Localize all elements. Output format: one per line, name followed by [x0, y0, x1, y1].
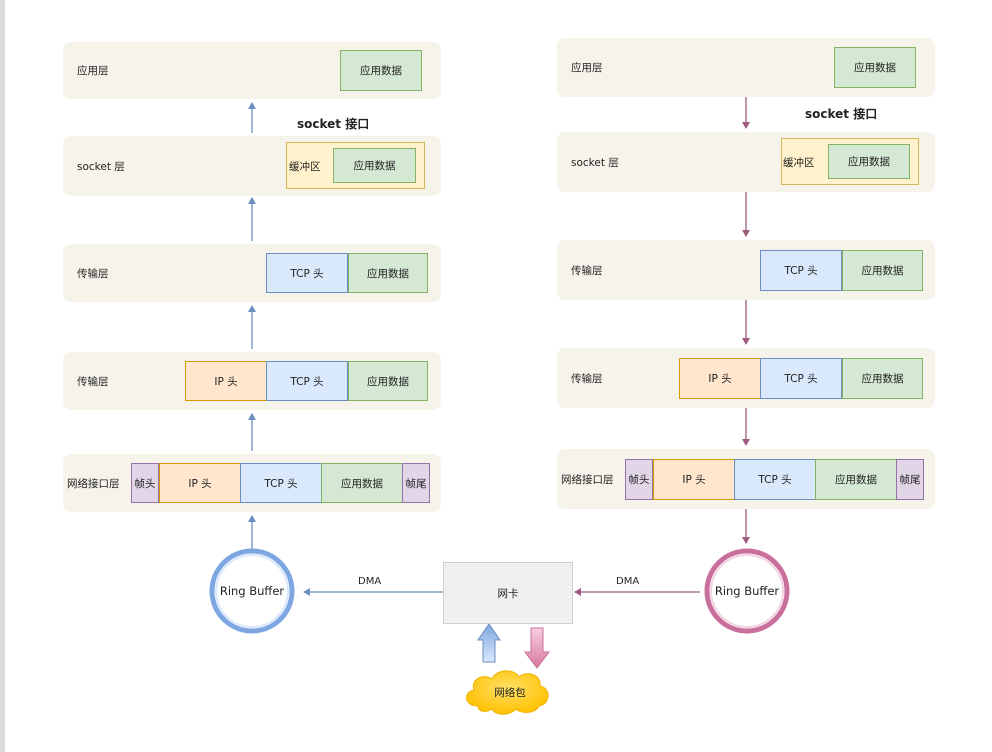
left-link-layer: 网络接口层 帧头 IP 头 TCP 头 应用数据 帧尾 [63, 454, 441, 512]
layer-label: socket 层 [77, 160, 125, 173]
tcp-header-cell: TCP 头 [266, 253, 348, 293]
ring-buffer-right-circle [704, 548, 790, 634]
left-network-layer: 传输层 IP 头 TCP 头 应用数据 [63, 352, 441, 410]
app-data-cell: 应用数据 [842, 358, 923, 399]
app-data-cell: 应用数据 [348, 361, 428, 401]
left-transport-layer: 传输层 TCP 头 应用数据 [63, 244, 441, 302]
tcp-header-cell: TCP 头 [266, 361, 348, 401]
tcp-header-cell: TCP 头 [760, 358, 842, 399]
right-link-layer: 网络接口层 帧头 IP 头 TCP 头 应用数据 帧尾 [557, 449, 935, 509]
right-network-layer: 传输层 IP 头 TCP 头 应用数据 [557, 348, 935, 408]
right-app-layer: 应用层 应用数据 [557, 38, 935, 97]
tcp-header-cell: TCP 头 [240, 463, 322, 503]
app-data-cell: 应用数据 [828, 144, 910, 179]
layer-label: 网络接口层 [67, 477, 120, 490]
app-data-cell: 应用数据 [842, 250, 923, 291]
layer-label: 传输层 [571, 372, 603, 385]
app-data-cell: 应用数据 [834, 47, 916, 88]
receive-arrows [248, 102, 443, 596]
app-data-cell: 应用数据 [333, 148, 416, 183]
layer-label: 应用层 [571, 62, 603, 74]
buffer-label: 缓冲区 [783, 156, 815, 169]
layer-label: socket 层 [571, 156, 619, 169]
cloud-icon [466, 670, 549, 715]
right-socket-title: socket 接口 [805, 107, 878, 121]
frame-head-cell: 帧头 [131, 463, 159, 503]
tcp-header-cell: TCP 头 [760, 250, 842, 291]
arrow-up-icon [477, 623, 501, 663]
right-transport-layer: 传输层 TCP 头 应用数据 [557, 240, 935, 300]
nic-box: 网卡 [443, 562, 573, 624]
buffer-label: 缓冲区 [289, 160, 321, 173]
ip-header-cell: IP 头 [679, 358, 761, 399]
app-data-cell: 应用数据 [815, 459, 897, 500]
app-data-cell: 应用数据 [348, 253, 428, 293]
ip-header-cell: IP 头 [653, 459, 735, 500]
layer-label: 传输层 [77, 375, 109, 388]
frame-tail-cell: 帧尾 [402, 463, 430, 503]
frame-head-cell: 帧头 [625, 459, 653, 500]
arrow-down-icon [524, 627, 550, 669]
ring-buffer-left-circle [209, 548, 295, 634]
nic-label: 网卡 [497, 587, 519, 600]
window-edge [0, 0, 5, 752]
packet-label: 网络包 [494, 686, 526, 699]
ip-header-cell: IP 头 [159, 463, 241, 503]
layer-label: 传输层 [571, 264, 603, 277]
right-socket-layer: socket 层 缓冲区 应用数据 [557, 132, 935, 192]
app-data-cell: 应用数据 [340, 50, 422, 91]
ip-header-cell: IP 头 [185, 361, 267, 401]
layer-label: 网络接口层 [561, 473, 614, 486]
left-socket-layer: socket 层 缓冲区 应用数据 [63, 136, 441, 196]
dma-right-label: DMA [616, 576, 640, 587]
ring-buffer-right-label: Ring Buffer [714, 584, 780, 598]
dma-left-label: DMA [358, 576, 382, 587]
left-app-layer: 应用层 应用数据 [63, 42, 441, 99]
layer-label: 应用层 [77, 65, 109, 77]
layer-label: 传输层 [77, 267, 109, 280]
send-arrows [574, 97, 750, 596]
tcp-header-cell: TCP 头 [734, 459, 816, 500]
ring-buffer-left-label: Ring Buffer [219, 584, 285, 598]
frame-tail-cell: 帧尾 [896, 459, 924, 500]
left-socket-title: socket 接口 [297, 117, 370, 131]
